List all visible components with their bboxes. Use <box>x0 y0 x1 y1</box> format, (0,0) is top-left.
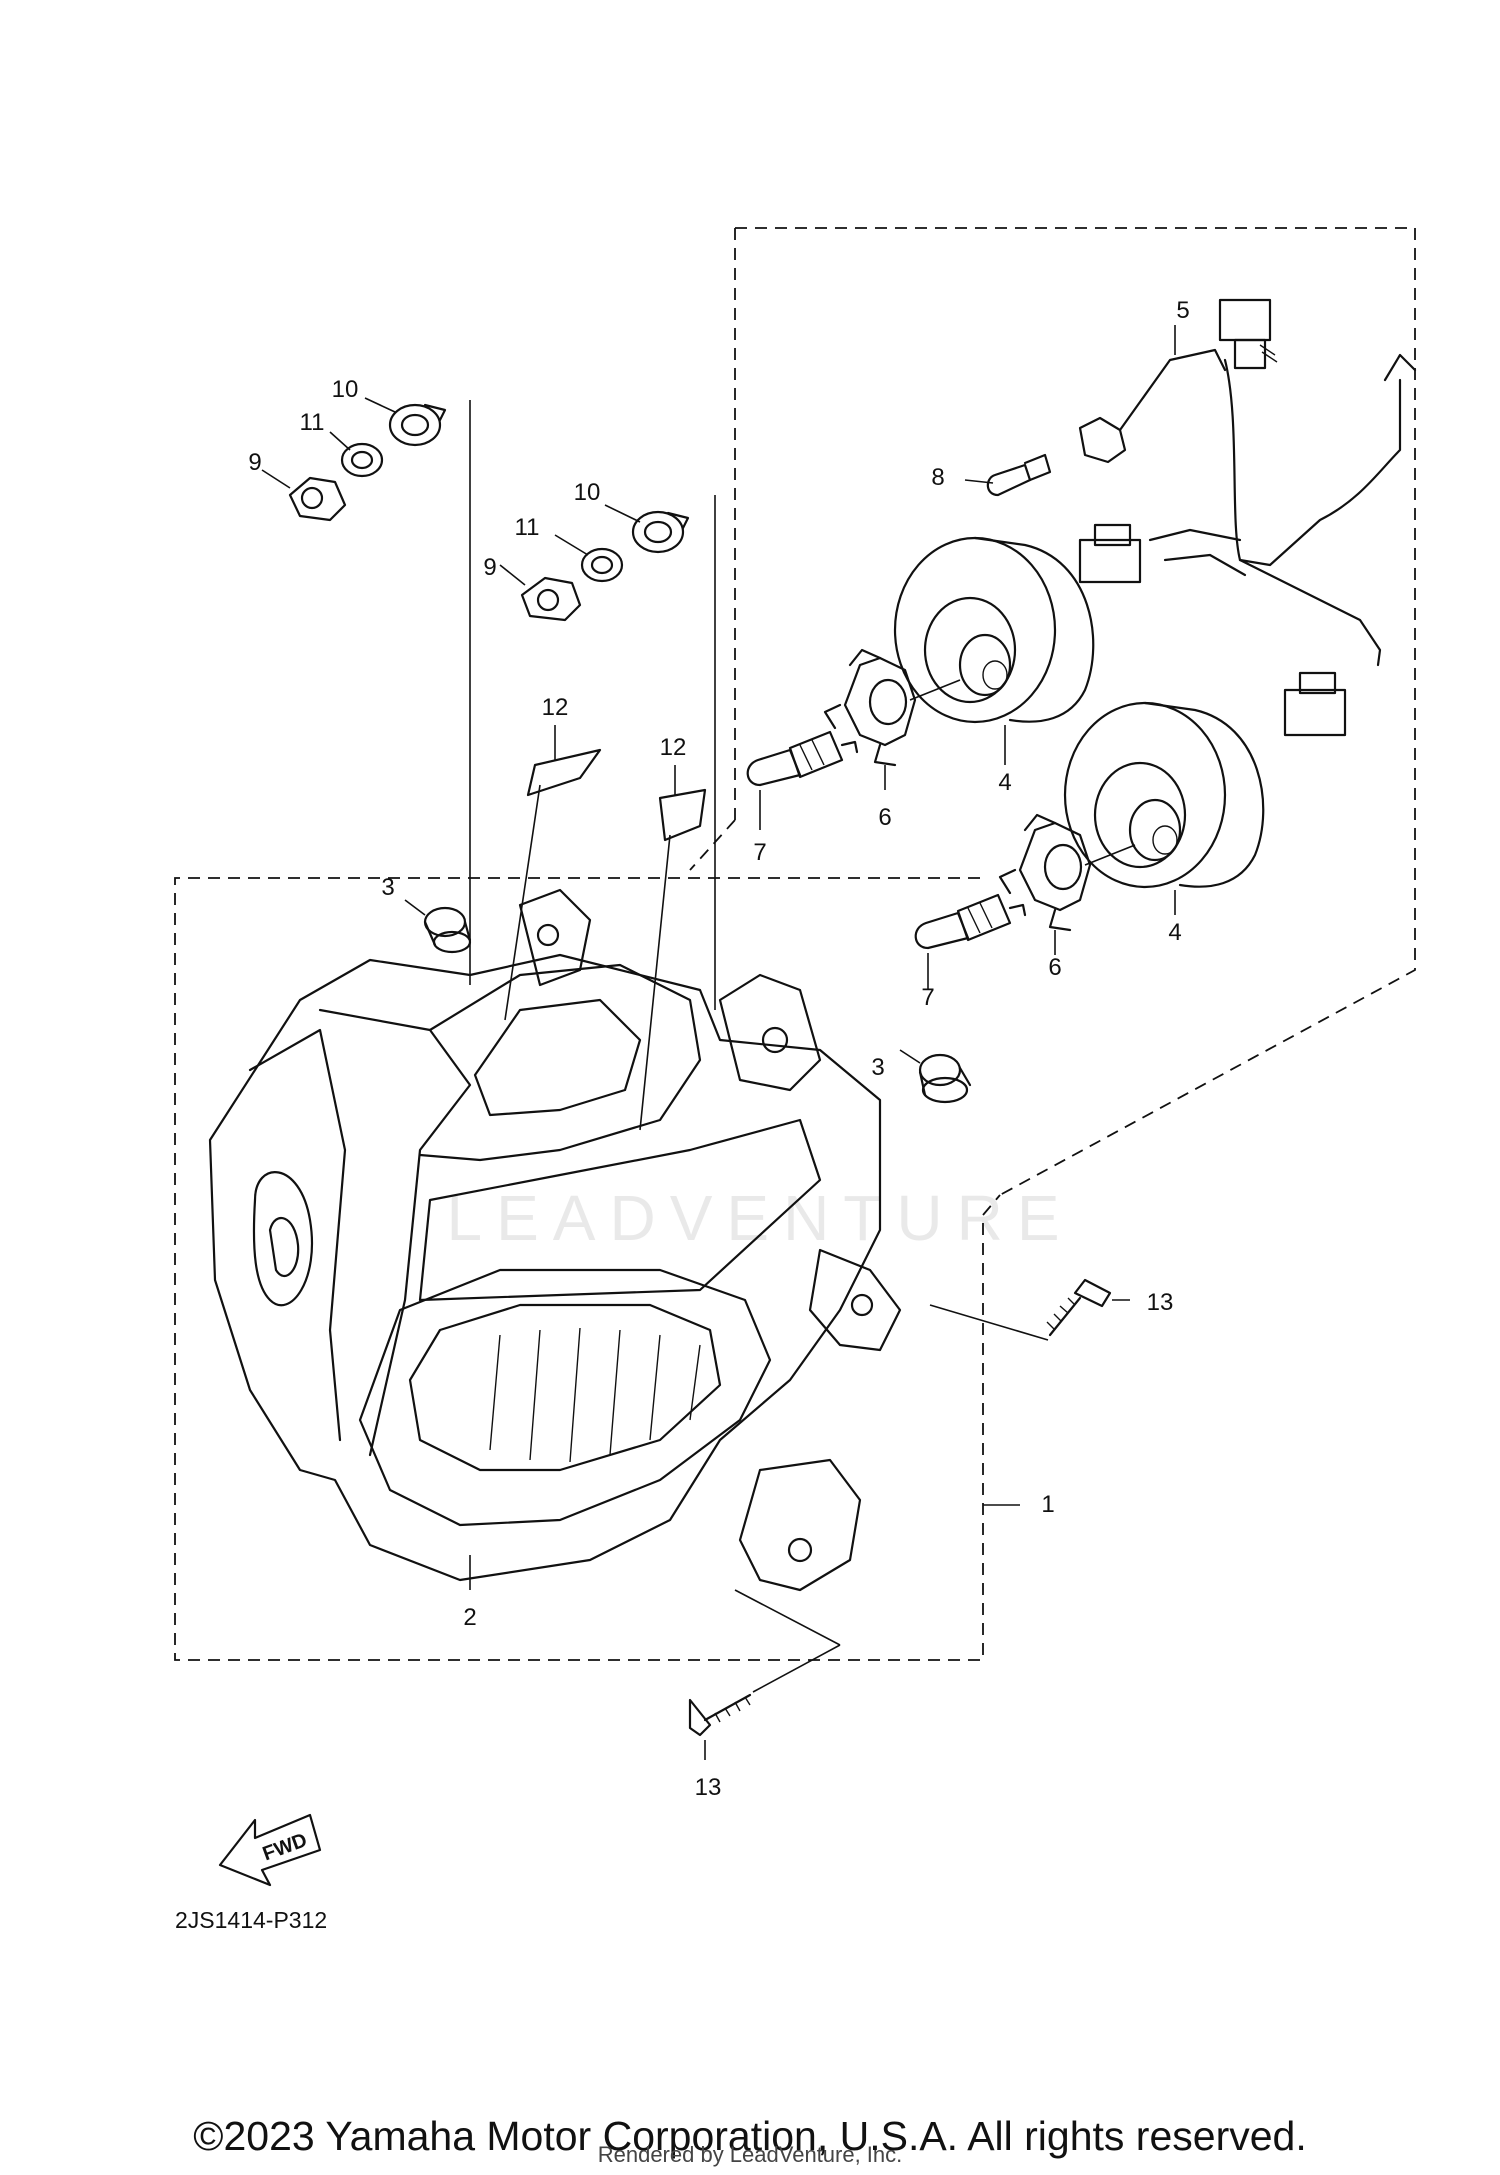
wire-harness-5 <box>1078 298 1417 737</box>
forward-direction-arrow: FWD <box>218 1813 322 1887</box>
screw-lower-13 <box>688 1589 841 1760</box>
callout-10-right: 10 <box>574 479 601 506</box>
callout-11-right: 11 <box>515 514 540 541</box>
collar-left-3 <box>404 899 472 954</box>
spacer-left-11 <box>329 431 384 478</box>
rendered-by-notice: Rendered by LeadVenture, Inc. <box>597 2142 903 2167</box>
callout-4-lower: 4 <box>1168 919 1181 946</box>
headlight-bulb-unit-lower-4 <box>1063 701 1265 915</box>
label-left-12 <box>526 725 602 797</box>
callout-5: 5 <box>1176 297 1189 324</box>
callout-12-right: 12 <box>660 734 687 761</box>
screw-upper-13 <box>929 1278 1130 1341</box>
copyright-notice: ©2023 Yamaha Motor Corporation, U.S.A. A… <box>193 2113 1307 2159</box>
callout-9-right: 9 <box>483 554 496 581</box>
bulb-holder-lower-6 <box>998 813 1136 955</box>
callout-3-right: 3 <box>871 1054 884 1081</box>
nut-left-9 <box>261 469 347 522</box>
headlight-housing <box>208 888 902 1592</box>
callout-11-left: 11 <box>300 409 325 436</box>
bulb-upper-7 <box>746 730 859 830</box>
collar-right-3 <box>899 1049 972 1104</box>
callout-7-upper: 7 <box>753 839 766 866</box>
callout-6-upper: 6 <box>878 804 891 831</box>
callout-8: 8 <box>931 464 944 491</box>
label-right-12 <box>658 765 707 842</box>
callout-6-lower: 6 <box>1048 954 1061 981</box>
callout-7-lower: 7 <box>921 984 934 1011</box>
fwd-label: FWD <box>260 1829 310 1865</box>
watermark: LEADVENTURE <box>447 1182 1074 1254</box>
bulb-harness-box <box>735 227 1416 1196</box>
callout-2: 2 <box>463 1604 476 1631</box>
headlight-assembly-box <box>174 877 1001 1661</box>
position-bulb-8 <box>964 453 1052 497</box>
spacer-right-11 <box>554 534 624 583</box>
grommet-left-10 <box>364 397 447 447</box>
bulb-lower-7 <box>914 893 1027 990</box>
callout-12-left: 12 <box>542 694 569 721</box>
diagram-code: 2JS1414-P312 <box>175 1907 327 1933</box>
callout-4-upper: 4 <box>998 769 1011 796</box>
bulb-holder-upper-6 <box>823 648 961 790</box>
callout-1: 1 <box>1041 1491 1054 1518</box>
callout-13-lower: 13 <box>695 1774 722 1801</box>
callout-9-left: 9 <box>248 449 261 476</box>
callout-13-upper: 13 <box>1147 1289 1174 1316</box>
headlight-bulb-unit-upper-4 <box>893 536 1095 765</box>
callout-10-left: 10 <box>332 376 359 403</box>
nut-right-9 <box>499 564 582 622</box>
grommet-right-10 <box>604 504 690 554</box>
callout-3-left: 3 <box>381 874 394 901</box>
